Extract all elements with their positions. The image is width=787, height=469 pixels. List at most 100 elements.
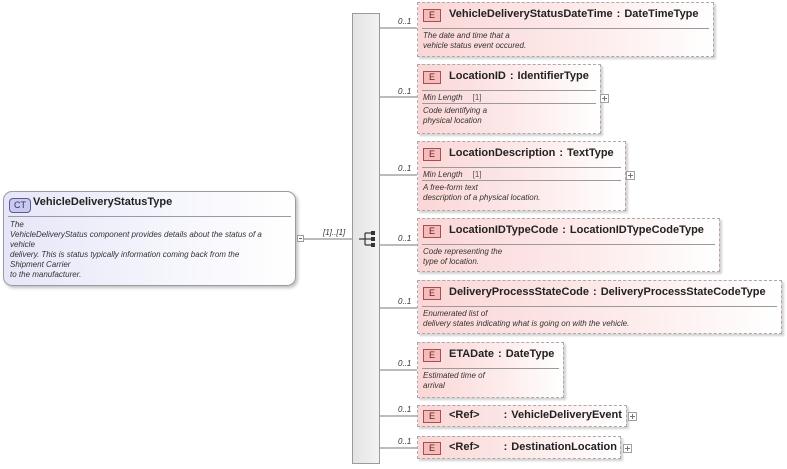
element-documentation: Code representing the type of location. [423, 247, 502, 267]
doc-line: VehicleDeliveryStatus component provides… [10, 230, 262, 239]
type-separator: : [509, 70, 514, 82]
doc-line: Code identifying a [423, 106, 488, 115]
element-type: IdentifierType [517, 70, 589, 82]
element-type: VehicleDeliveryEvent [511, 409, 622, 421]
element-ref-vehicle-delivery-event[interactable]: E <Ref>:VehicleDeliveryEvent [417, 405, 627, 427]
doc-line: arrival [423, 381, 445, 390]
element-title: LocationIDTypeCode:LocationIDTypeCodeTyp… [449, 224, 704, 236]
element-name: LocationIDTypeCode [449, 224, 559, 236]
element-icon: E [423, 71, 441, 84]
complex-type-box[interactable]: CT VehicleDeliveryStatusType The Vehicle… [3, 191, 296, 286]
element-location-description[interactable]: E LocationDescription:TextType Min Lengt… [417, 141, 626, 211]
type-separator: : [503, 441, 508, 453]
type-separator: : [593, 286, 597, 298]
doc-line: description of a physical location. [423, 193, 541, 202]
divider [422, 244, 715, 245]
element-icon: E [423, 287, 441, 300]
element-cardinality: 0..1 [398, 437, 412, 446]
element-name: ETADate [449, 348, 495, 360]
doc-line: to the manufacturer. [10, 270, 82, 279]
divider [422, 90, 596, 91]
element-vehicle-delivery-status-date-time[interactable]: E VehicleDeliveryStatusDateTime:DateTime… [417, 2, 714, 57]
element-type: LocationIDTypeCodeType [569, 224, 704, 236]
element-name: DeliveryProcessStateCode [449, 286, 590, 298]
type-separator: : [559, 147, 564, 159]
doc-line: delivery. This is status typically infor… [10, 250, 240, 259]
doc-line: A free-form text [423, 183, 478, 192]
element-cardinality: 0..1 [398, 297, 412, 306]
element-type: DeliveryProcessStateCodeType [600, 286, 766, 298]
element-cardinality: 0..1 [398, 359, 412, 368]
sequence-compositor-bar [352, 13, 380, 464]
doc-line: The date and time that a [423, 31, 510, 40]
element-ref-destination-location[interactable]: E <Ref>:DestinationLocation [417, 436, 621, 459]
divider [422, 167, 621, 168]
element-type: TextType [567, 147, 614, 159]
element-title: <Ref>:VehicleDeliveryEvent [449, 409, 622, 421]
element-documentation: Code identifying a physical location [423, 106, 487, 126]
element-icon: E [423, 410, 441, 423]
element-cardinality: 0..1 [398, 17, 412, 26]
element-name: VehicleDeliveryStatusDateTime [449, 8, 613, 20]
element-type: DateTimeType [624, 8, 699, 20]
divider [422, 306, 777, 307]
element-name: LocationID [449, 70, 506, 82]
complex-type-name: VehicleDeliveryStatusType [33, 196, 173, 208]
element-location-id-type-code[interactable]: E LocationIDTypeCode:LocationIDTypeCodeT… [417, 218, 720, 272]
element-cardinality: 0..1 [398, 164, 412, 173]
element-title: VehicleDeliveryStatusDateTime:DateTimeTy… [449, 8, 699, 20]
element-icon: E [423, 225, 441, 238]
expand-icon[interactable] [600, 94, 609, 103]
doc-line: Estimated time of [423, 371, 485, 380]
element-cardinality: 0..1 [398, 405, 412, 414]
facet-value: [1] [472, 93, 482, 102]
type-separator: : [616, 8, 621, 20]
doc-line: Code representing the [423, 247, 503, 256]
doc-line: vehicle status event occured. [423, 41, 527, 50]
element-title: LocationID:IdentifierType [449, 70, 589, 82]
element-name: LocationDescription [449, 147, 556, 159]
complex-type-documentation: The VehicleDeliveryStatus component prov… [10, 220, 295, 280]
element-type: DateType [505, 348, 555, 360]
element-documentation: Enumerated list of delivery states indic… [423, 309, 629, 329]
element-delivery-process-state-code[interactable]: E DeliveryProcessStateCode:DeliveryProce… [417, 280, 782, 334]
element-icon: E [423, 9, 441, 22]
expand-icon[interactable] [626, 171, 635, 180]
facet-label: Min Length [423, 170, 463, 179]
element-documentation: A free-form text description of a physic… [423, 183, 540, 203]
doc-line: vehicle [10, 240, 35, 249]
doc-line: The [10, 220, 24, 229]
collapse-toggle-icon[interactable] [297, 235, 304, 242]
element-title: <Ref>:DestinationLocation [449, 441, 617, 453]
element-documentation: Estimated time of arrival [423, 371, 485, 391]
expand-icon[interactable] [628, 412, 637, 421]
divider [422, 103, 596, 104]
divider [422, 28, 709, 29]
element-title: LocationDescription:TextType [449, 147, 614, 159]
ref-label: <Ref> [449, 409, 480, 421]
element-title: ETADate:DateType [449, 348, 554, 360]
element-icon: E [423, 349, 441, 362]
doc-line: Shipment Carrier [10, 260, 71, 269]
sequence-cardinality: [1]..[1] [323, 228, 346, 237]
element-location-id[interactable]: E LocationID:IdentifierType Min Length[1… [417, 64, 601, 134]
ref-label: <Ref> [449, 441, 480, 453]
type-separator: : [503, 409, 508, 421]
element-icon: E [423, 442, 441, 455]
facet-value: [1] [472, 170, 482, 179]
type-separator: : [498, 348, 502, 360]
element-title: DeliveryProcessStateCode:DeliveryProcess… [449, 286, 766, 298]
element-icon: E [423, 148, 441, 161]
doc-line: delivery states indicating what is going… [423, 319, 630, 328]
doc-line: physical location [423, 116, 482, 125]
min-length-facet: Min Length[1] [423, 93, 482, 102]
type-separator: : [562, 224, 566, 236]
element-type: DestinationLocation [511, 441, 617, 453]
divider [422, 368, 559, 369]
complex-type-icon: CT [9, 198, 31, 213]
element-documentation: The date and time that a vehicle status … [423, 31, 526, 51]
sequence-icon[interactable] [358, 231, 376, 247]
doc-line: Enumerated list of [423, 309, 488, 318]
expand-icon[interactable] [623, 444, 632, 453]
element-eta-date[interactable]: E ETADate:DateType Estimated time of arr… [417, 342, 564, 398]
